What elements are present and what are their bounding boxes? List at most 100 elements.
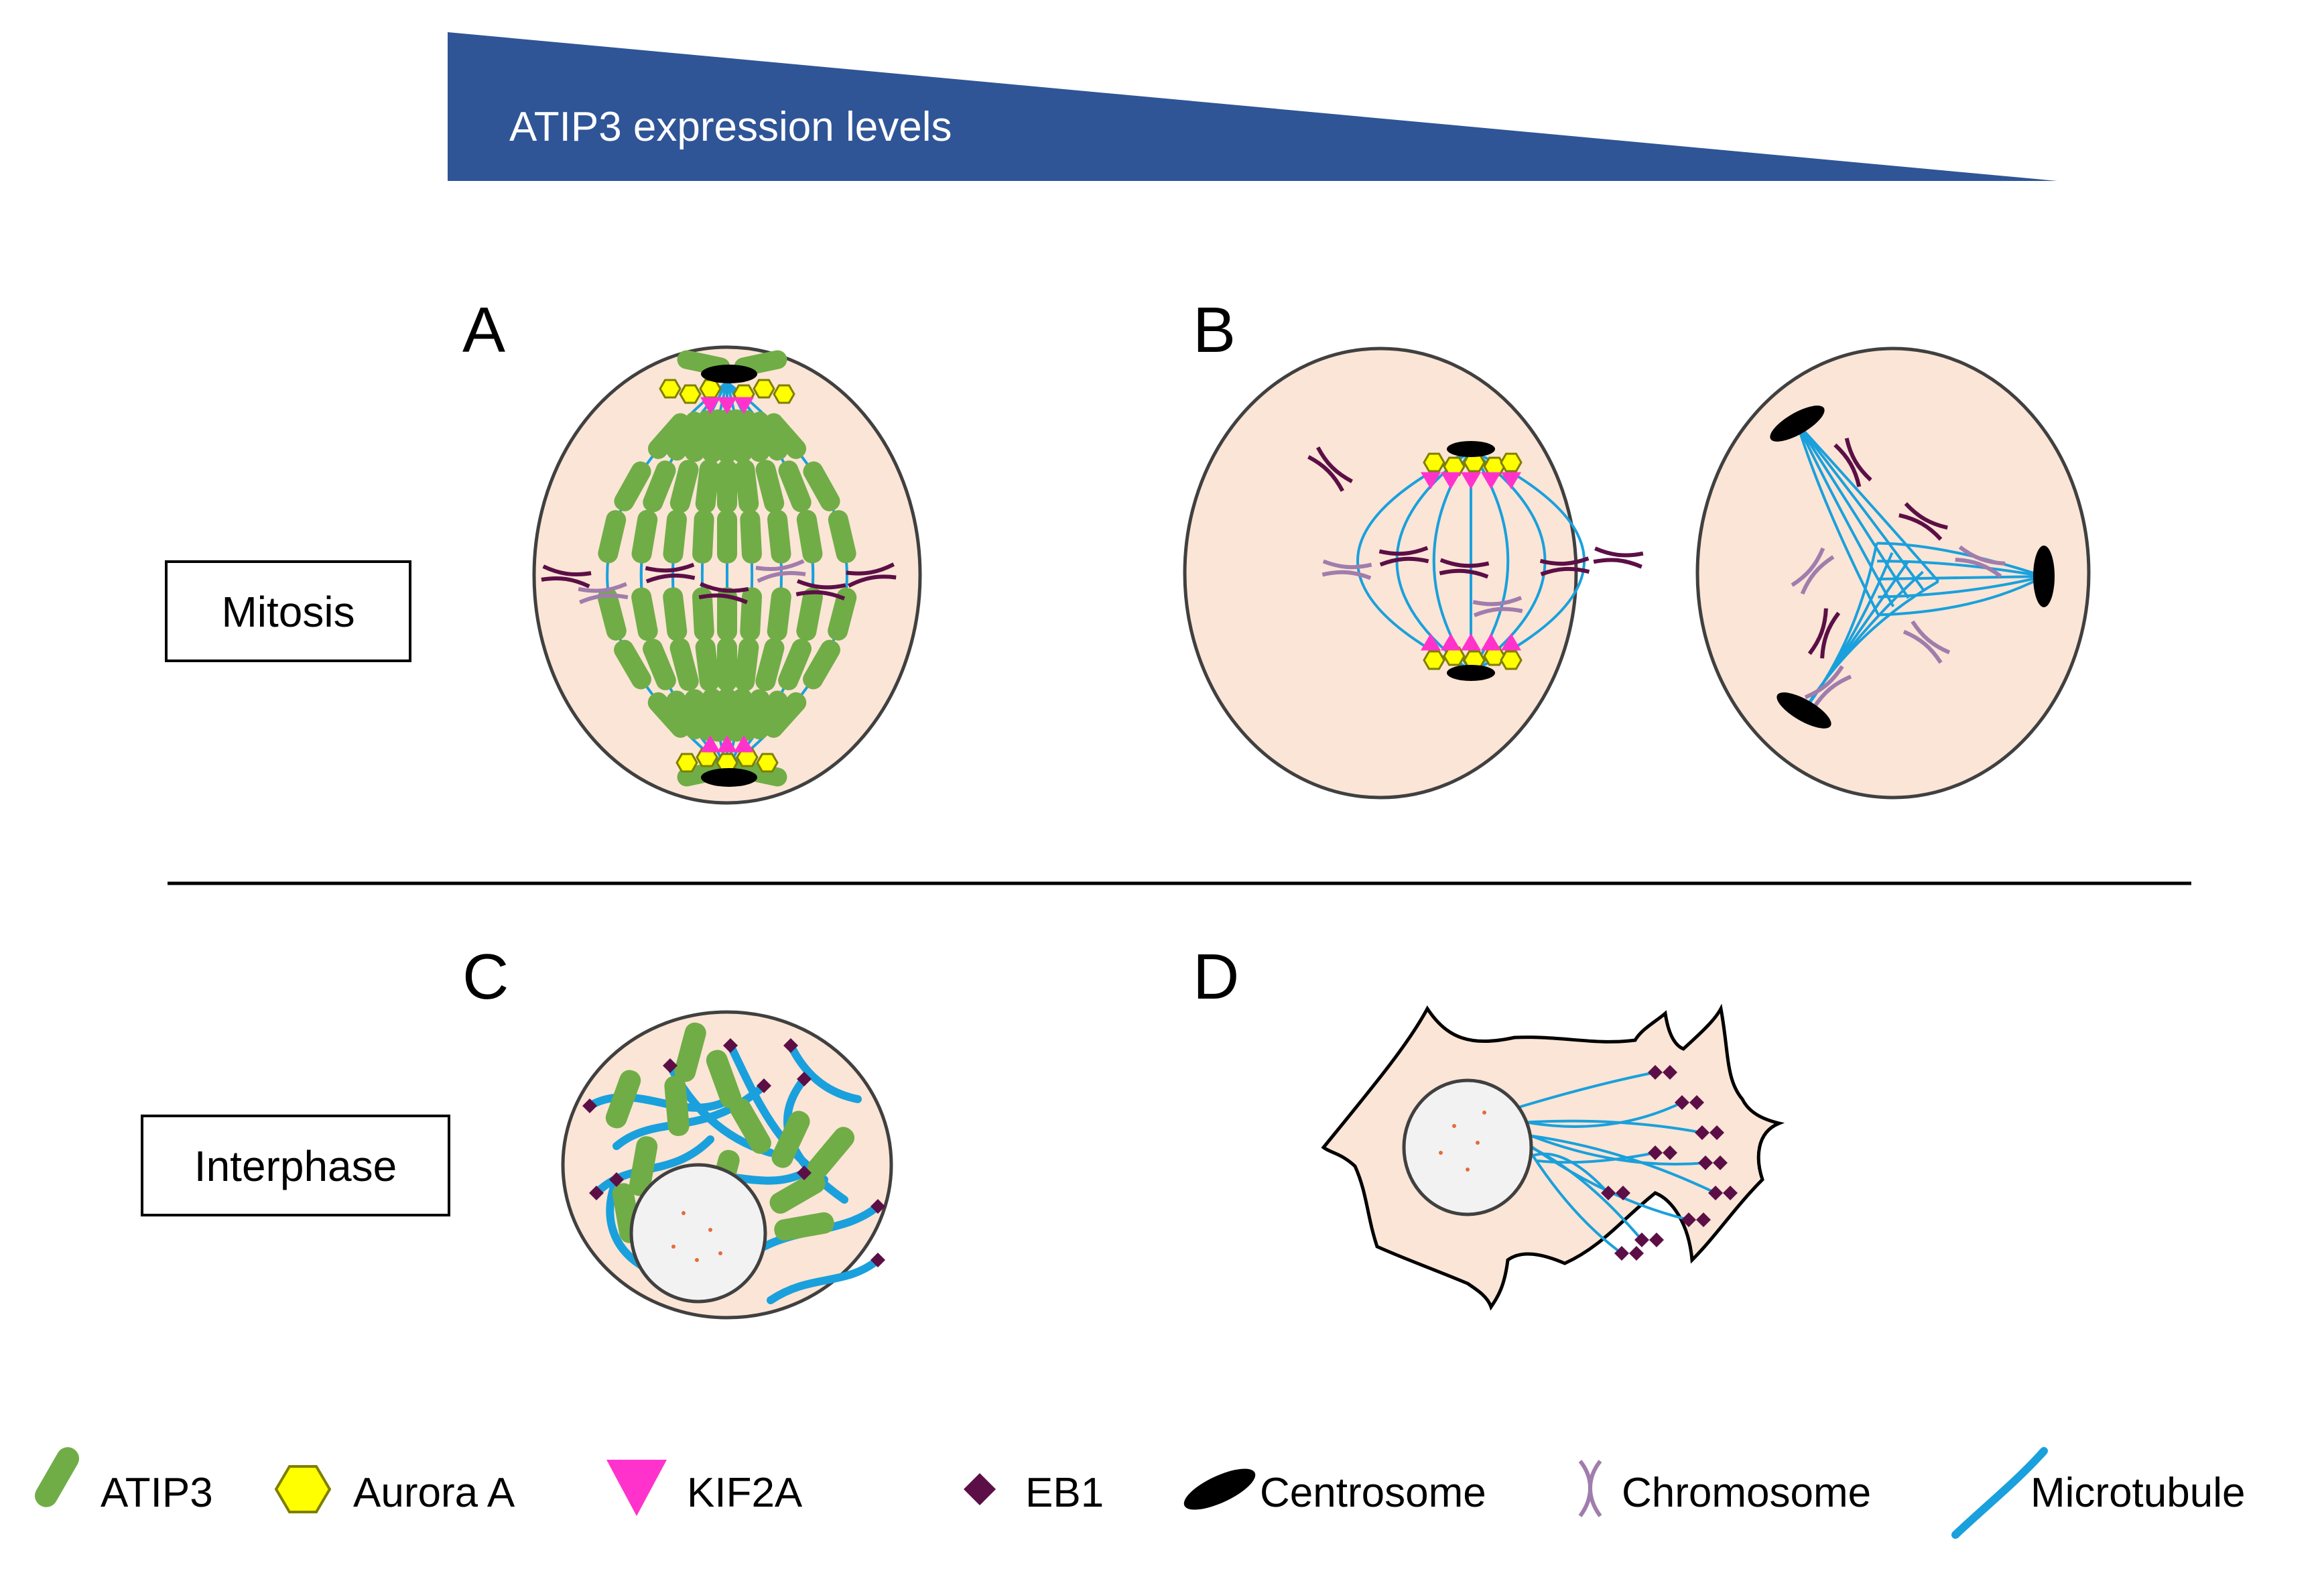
chromosome-icon	[1578, 1460, 1602, 1517]
chromatid	[1439, 568, 1489, 579]
atip3	[767, 509, 791, 564]
chromatid	[1958, 545, 2006, 566]
aurora-a	[1483, 456, 1506, 477]
chromatid	[1315, 446, 1353, 484]
aurora-a	[756, 753, 779, 773]
atip3	[763, 692, 807, 738]
aurora-a	[659, 379, 682, 399]
interphase-label-box	[141, 1115, 450, 1216]
atip3	[647, 413, 691, 459]
interphase-row-label: Interphase	[141, 1115, 450, 1216]
atip3	[598, 510, 627, 564]
atip3	[803, 639, 840, 690]
atip3	[692, 587, 714, 641]
legend-item-eb1: EB1	[964, 1470, 1104, 1516]
legend-item-aurora-a: Aurora A	[274, 1465, 515, 1516]
microtubule	[1796, 422, 1925, 591]
centrosome	[1770, 405, 1825, 442]
eb1	[783, 1038, 798, 1053]
chromatid	[846, 562, 895, 576]
nucleus-dot	[708, 1228, 712, 1232]
chromatid	[1807, 608, 1828, 655]
eb1	[582, 1098, 597, 1113]
atip3-icon	[35, 1447, 79, 1507]
eb1	[1649, 1233, 1664, 1247]
eb1	[663, 1058, 677, 1073]
eb1	[1648, 1145, 1663, 1160]
kif2a	[1481, 633, 1501, 651]
centrosome	[1447, 665, 1495, 681]
chromatid	[645, 573, 696, 584]
eb1	[870, 1199, 885, 1214]
chromosome	[1307, 446, 1353, 492]
chromosome	[1539, 556, 1590, 576]
panel-label-d: D	[1193, 941, 1239, 1013]
panel-b-bipolar-cell	[1183, 347, 1644, 800]
atip3	[695, 637, 720, 692]
chromatid	[1955, 558, 2002, 578]
cell-body	[1183, 347, 1578, 800]
chromatid	[1902, 629, 1943, 664]
eb1	[589, 1186, 604, 1200]
chromosome	[1472, 596, 1523, 617]
spindle-pole-group	[659, 350, 795, 787]
eb1	[1648, 1065, 1663, 1080]
kif2a	[734, 397, 754, 414]
chromatid	[1904, 502, 1948, 530]
atip3	[755, 638, 785, 691]
microtubule	[1528, 1149, 1623, 1255]
chromatid	[1540, 566, 1590, 576]
chromosome	[1833, 438, 1872, 487]
aurora-a	[1443, 456, 1466, 477]
nucleus-dot	[718, 1251, 722, 1255]
microtubule	[1516, 1133, 1716, 1194]
atip3	[717, 637, 737, 692]
nucleus-dot	[695, 1258, 699, 1262]
microtubule	[1525, 1143, 1643, 1241]
atip3	[734, 637, 759, 692]
atip3	[695, 459, 720, 513]
eb1	[1614, 1246, 1629, 1261]
panel-label-a: A	[462, 294, 505, 366]
chromosome	[698, 582, 749, 605]
centrosome	[1447, 441, 1495, 457]
panel-c-cell	[561, 1010, 893, 1320]
panel-label-b: B	[1193, 294, 1236, 366]
centrosome	[701, 365, 757, 383]
kif2a	[1461, 633, 1481, 651]
microtubule	[1537, 1151, 1656, 1164]
eb1-icon	[964, 1473, 996, 1505]
atip3	[663, 587, 688, 641]
atip3	[663, 509, 687, 564]
kif2a	[717, 397, 737, 414]
atip3	[740, 587, 763, 641]
atip3	[774, 1212, 834, 1241]
chromatid	[1833, 443, 1862, 487]
chromosome	[755, 559, 806, 583]
chromatid	[1321, 570, 1372, 580]
eb1	[797, 1072, 812, 1086]
chromatid	[847, 574, 897, 588]
aurora-a	[699, 379, 722, 399]
kif2a	[700, 735, 720, 753]
microtubule	[1796, 423, 1880, 616]
chromosome	[1439, 558, 1490, 579]
legend-label: Centrosome	[1260, 1470, 1486, 1516]
atip3	[769, 1172, 826, 1214]
atip3	[597, 587, 627, 641]
chromatid	[755, 559, 805, 571]
atip3	[803, 461, 840, 511]
kif2a	[700, 397, 720, 414]
kif2a	[1481, 472, 1501, 489]
legend-item-atip3: ATIP3	[35, 1447, 213, 1516]
chromosome-group	[1791, 438, 2006, 709]
atip3	[740, 509, 762, 564]
legend-label: Microtubule	[2030, 1470, 2245, 1516]
nucleus-dot	[1476, 1141, 1480, 1145]
microtubule	[586, 1093, 734, 1112]
eb1	[1663, 1145, 1677, 1160]
aurora-a-icon	[274, 1465, 332, 1513]
eb1	[609, 1172, 624, 1187]
chromatid	[1322, 559, 1372, 570]
